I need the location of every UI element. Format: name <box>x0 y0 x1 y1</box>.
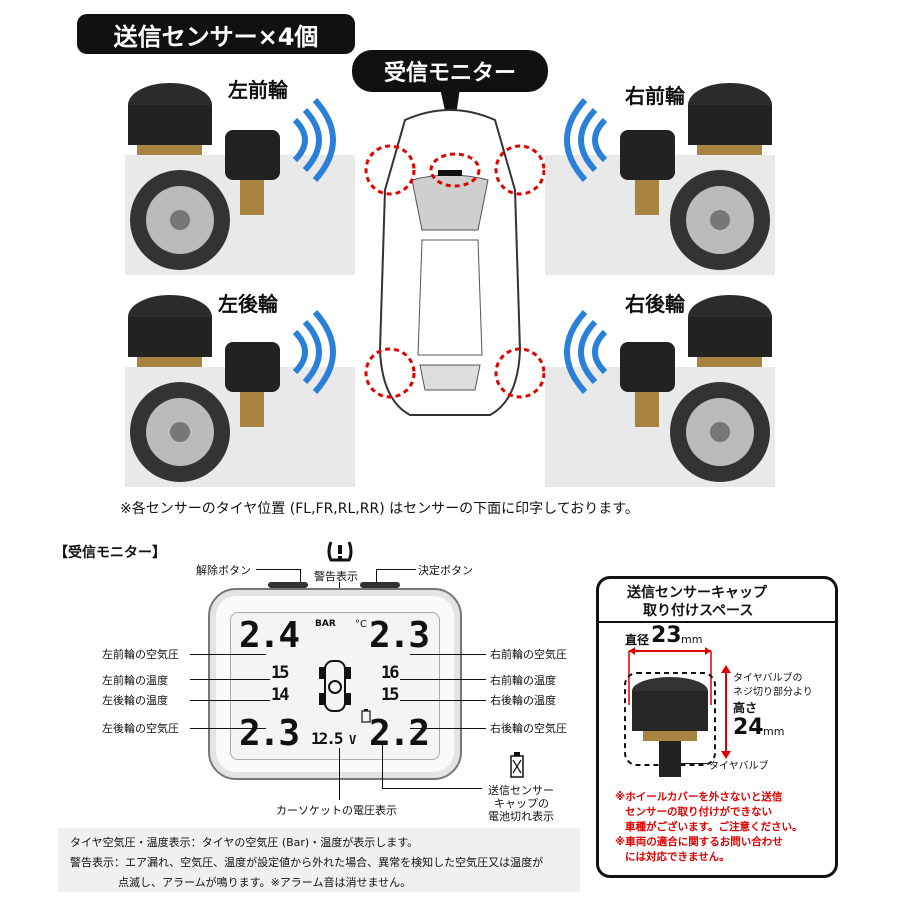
battery-label-3: 電池切れ表示 <box>488 810 554 823</box>
leader-fr-pressure <box>410 654 486 655</box>
valve-leader <box>681 763 707 764</box>
enter-button[interactable] <box>360 582 400 588</box>
voltage-label: カーソケットの電圧表示 <box>276 804 397 817</box>
wheel-label-front-right: 右前輪 <box>625 84 685 108</box>
label-rr-pressure: 右後輪の空気圧 <box>490 722 567 735</box>
leader-voltage <box>339 748 340 800</box>
position-note: ※各センサーのタイヤ位置 (FL,FR,RL,RR) はセンサーの下面に印字して… <box>120 501 639 517</box>
wheel-label-front-left: 左前輪 <box>228 78 288 102</box>
leader-fr-temp <box>400 679 486 680</box>
leader-fl-pressure <box>190 654 266 655</box>
label-fr-temp: 右前輪の温度 <box>490 674 556 687</box>
label-rr-temp: 右後輪の温度 <box>490 694 556 707</box>
leader-rl-pressure <box>190 728 266 729</box>
unit-bar: BAR <box>315 619 336 629</box>
car-top-view <box>378 109 522 416</box>
monitor-device: 2.4 BAR °C 2.3 15 16 14 15 2.3 12.5 V 2.… <box>208 582 462 780</box>
release-button[interactable] <box>268 582 308 588</box>
cap-diagram <box>624 647 716 777</box>
height-unit: mm <box>763 725 785 738</box>
cap-space-header <box>599 579 835 623</box>
rr-pressure-value: 2.2 <box>369 713 430 754</box>
release-line-h <box>256 569 300 570</box>
wheel-panel-front-left <box>125 60 355 275</box>
lcd-battery-icon <box>361 709 371 723</box>
height-note-2: ネジ切り部分より <box>733 687 813 698</box>
tpms-warning-icon <box>327 541 353 562</box>
battery-icon <box>510 752 524 778</box>
monitor-notes: タイヤ空気圧・温度表示：タイヤの空気圧 (Bar)・温度が表示します。 警告表示… <box>58 828 580 892</box>
battery-label-1: 送信センサー <box>488 784 554 797</box>
leader-rr-temp <box>400 700 486 701</box>
height-value: 24 <box>733 715 764 740</box>
height-label: 高さ <box>733 701 758 715</box>
voltage-unit: V <box>349 733 356 747</box>
fr-pressure-value: 2.3 <box>369 615 430 656</box>
release-line-v <box>300 569 301 593</box>
fl-pressure-value: 2.4 <box>239 615 300 656</box>
wheel-panel-front-right <box>545 60 775 275</box>
leader-battery-h <box>382 788 482 789</box>
battery-label-2: キャップの <box>494 797 549 810</box>
fl-temp-value: 15 <box>271 663 290 683</box>
release-button-label: 解除ボタン <box>196 564 251 577</box>
label-fl-pressure: 左前輪の空気圧 <box>102 648 179 661</box>
wheel-panel-rear-left <box>125 272 355 487</box>
height-note-1: タイヤバルブの <box>733 673 803 684</box>
unit-temp: °C <box>355 619 367 630</box>
lcd-screen: 2.4 BAR °C 2.3 15 16 14 15 2.3 12.5 V 2.… <box>230 612 440 760</box>
rl-pressure-value: 2.3 <box>239 713 300 754</box>
note-line-3: 点滅し、アラームが鳴ります。※アラーム音は消せません。 <box>118 876 412 889</box>
cap-warning-4: ※車両の適合に関するお問い合わせ <box>615 836 783 848</box>
label-fr-pressure: 右前輪の空気圧 <box>490 648 567 661</box>
note-line-2: 警告表示：エア漏れ、空気圧、温度が設定値から外れた場合、異常を検知した空気圧又は… <box>70 856 544 869</box>
enter-line-v <box>376 569 377 593</box>
voltage-value: 12.5 <box>311 729 344 748</box>
cap-warning-1: ※ホイールカバーを外さないと送信 <box>615 791 783 803</box>
label-fl-temp: 左前輪の温度 <box>102 674 168 687</box>
wheel-label-rear-right: 右後輪 <box>625 292 685 316</box>
valve-label: タイヤバルブ <box>709 761 769 772</box>
label-rl-pressure: 左後輪の空気圧 <box>102 722 179 735</box>
sensor-count-title: 送信センサー×4個 <box>77 14 355 54</box>
diameter-label: 直径 <box>625 633 650 647</box>
rl-temp-value: 14 <box>271 685 290 705</box>
cap-space-box: 送信センサーキャップ 取り付けスペース 直径 23 mm タイヤバルブの ネジ切… <box>596 576 838 878</box>
diameter-value: 23 <box>651 623 682 648</box>
wheel-label-rear-left: 左後輪 <box>218 292 278 316</box>
cap-title-1: 送信センサーキャップ <box>627 585 767 601</box>
height-arrow <box>721 665 731 759</box>
cap-warning-5: には対応できません。 <box>625 851 730 863</box>
monitor-callout: 受信モニター <box>352 50 548 92</box>
wheel-markers <box>364 144 546 399</box>
cap-warning-2: センサーの取り付けができない <box>625 806 772 818</box>
monitor-section-title: 【受信モニター】 <box>54 545 166 561</box>
cap-warning-3: 車種がございます。ご注意ください。 <box>625 821 803 833</box>
leader-rr-pressure <box>410 728 486 729</box>
rr-temp-value: 15 <box>381 685 400 705</box>
enter-button-label: 決定ボタン <box>418 564 473 577</box>
leader-rl-temp <box>190 700 270 701</box>
leader-battery-v <box>382 742 383 788</box>
note-line-1: タイヤ空気圧・温度表示：タイヤの空気圧 (Bar)・温度が表示します。 <box>70 836 419 849</box>
fr-temp-value: 16 <box>381 663 400 683</box>
label-rl-temp: 左後輪の温度 <box>102 694 168 707</box>
warning-display-label: 警告表示 <box>314 570 358 583</box>
lcd-car-icon <box>319 660 351 712</box>
wheel-panel-rear-right <box>545 272 775 487</box>
enter-line-h <box>376 569 416 570</box>
cap-title-2: 取り付けスペース <box>643 603 754 619</box>
diameter-unit: mm <box>681 633 703 646</box>
leader-fl-temp <box>190 679 270 680</box>
